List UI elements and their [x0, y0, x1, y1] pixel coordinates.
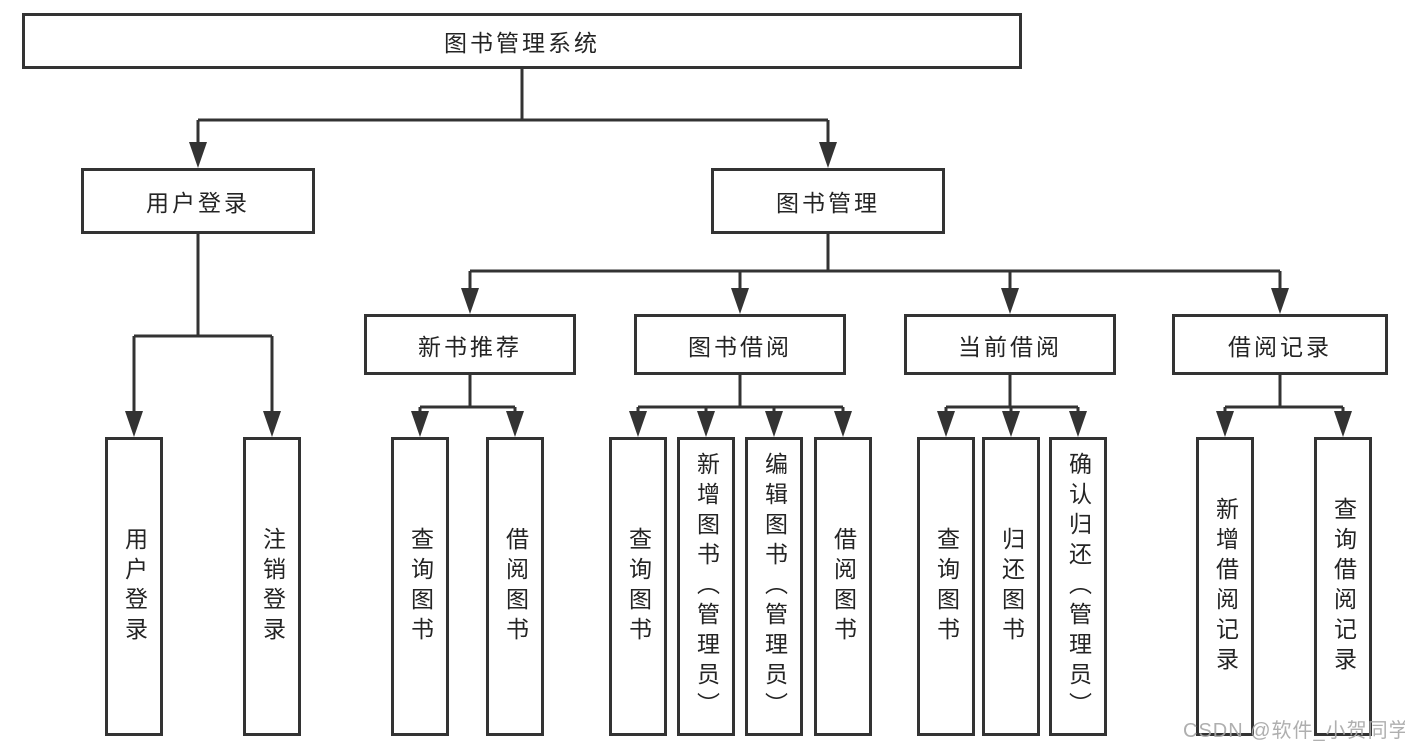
arrowhead: [506, 411, 524, 437]
leaf-query-books-current: 查询图书: [917, 437, 975, 736]
arrowhead: [461, 288, 479, 314]
leaf-label: 新增借阅记录: [1212, 496, 1239, 677]
arrowhead: [1334, 411, 1352, 437]
connector-borrow-record-branch: [1223, 375, 1345, 412]
arrowhead: [1216, 411, 1234, 437]
arrowhead: [765, 411, 783, 437]
node-label: 图书管理系统: [444, 30, 600, 56]
connector-current-borrow-branch: [944, 375, 1080, 412]
leaf-label: 用户登录: [121, 526, 148, 647]
leaf-user-login: 用户登录: [105, 437, 163, 736]
arrowhead: [1002, 411, 1020, 437]
node-label: 当前借阅: [958, 333, 1062, 360]
connector-book-management-branch: [468, 234, 1282, 289]
node-user-login: 用户登录: [81, 168, 315, 234]
leaf-borrow-books-recommend: 借阅图书: [486, 437, 544, 736]
leaf-label: 查询图书: [407, 526, 434, 647]
leaf-label: 注销登录: [259, 526, 286, 647]
leaf-logout: 注销登录: [243, 437, 301, 736]
csdn-watermark: CSDN @软件_小贺同学: [1183, 720, 1405, 742]
arrowhead: [731, 288, 749, 314]
leaf-edit-books-admin: 编辑图书（管理员）: [745, 437, 803, 736]
connector-root-to-level1: [196, 68, 830, 143]
leaf-label: 查询借阅记录: [1330, 496, 1357, 677]
node-new-book-recommend: 新书推荐: [364, 314, 576, 375]
leaf-return-books: 归还图书: [982, 437, 1040, 736]
arrowhead: [189, 142, 207, 168]
arrowhead: [697, 411, 715, 437]
leaf-label: 编辑图书（管理员）: [761, 451, 788, 722]
arrowhead: [125, 411, 143, 437]
arrowhead: [819, 142, 837, 168]
leaf-label: 查询图书: [933, 526, 960, 647]
leaf-label: 新增图书（管理员）: [693, 451, 720, 722]
leaf-query-books-recommend: 查询图书: [391, 437, 449, 736]
arrowhead: [937, 411, 955, 437]
arrowhead: [263, 411, 281, 437]
node-label: 用户登录: [146, 190, 250, 216]
node-current-borrowing: 当前借阅: [904, 314, 1116, 375]
arrowhead: [1271, 288, 1289, 314]
node-borrowing-records: 借阅记录: [1172, 314, 1388, 375]
connector-new-book-branch: [418, 375, 517, 412]
arrowhead: [1001, 288, 1019, 314]
connector-user-login-branch: [132, 234, 274, 412]
node-label: 借阅记录: [1228, 333, 1332, 360]
leaf-query-books-borrowing: 查询图书: [609, 437, 667, 736]
connector-book-borrow-branch: [636, 375, 845, 412]
leaf-label: 借阅图书: [830, 526, 857, 647]
node-book-management: 图书管理: [711, 168, 945, 234]
node-label: 图书管理: [776, 190, 880, 216]
leaf-add-books-admin: 新增图书（管理员）: [677, 437, 735, 736]
node-library-management-system: 图书管理系统: [22, 13, 1022, 69]
arrowhead: [629, 411, 647, 437]
arrowhead: [1069, 411, 1087, 437]
arrowhead: [411, 411, 429, 437]
leaf-label: 确认归还（管理员）: [1065, 451, 1092, 722]
leaf-confirm-return-admin: 确认归还（管理员）: [1049, 437, 1107, 736]
leaf-label: 查询图书: [625, 526, 652, 647]
node-book-borrowing: 图书借阅: [634, 314, 846, 375]
leaf-add-borrow-record: 新增借阅记录: [1196, 437, 1254, 736]
leaf-label: 归还图书: [998, 526, 1025, 647]
node-label: 图书借阅: [688, 333, 792, 360]
node-label: 新书推荐: [418, 333, 522, 360]
arrowhead: [834, 411, 852, 437]
leaf-label: 借阅图书: [502, 526, 529, 647]
leaf-borrow-books: 借阅图书: [814, 437, 872, 736]
leaf-query-borrow-record: 查询借阅记录: [1314, 437, 1372, 736]
